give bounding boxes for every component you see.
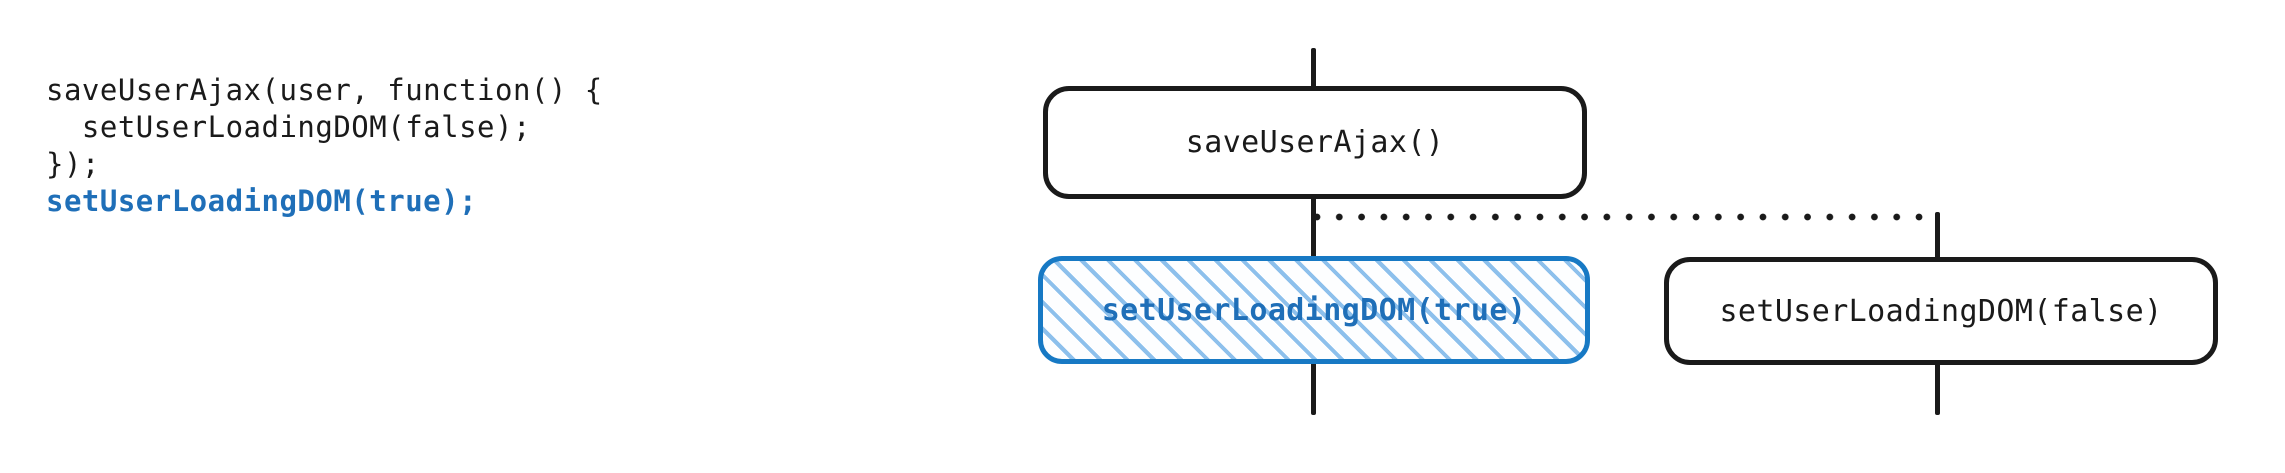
code-line-2: setUserLoadingDOM(false); (46, 110, 531, 144)
code-line-4-highlighted: setUserLoadingDOM(true); (46, 184, 478, 218)
lifeline-right-segment-bottom (1935, 357, 1940, 415)
node-set-user-loading-dom-true[interactable]: setUserLoadingDOM(true) (1038, 256, 1590, 364)
node-set-user-loading-dom-true-label: setUserLoadingDOM(true) (1101, 292, 1527, 328)
lifeline-right-segment-top (1935, 212, 1940, 264)
node-set-user-loading-dom-false-label: setUserLoadingDOM(false) (1719, 293, 2163, 329)
node-set-user-loading-dom-false[interactable]: setUserLoadingDOM(false) (1664, 257, 2218, 365)
code-line-1: saveUserAjax(user, function() { (46, 73, 603, 107)
node-save-user-ajax[interactable]: saveUserAjax() (1043, 86, 1587, 199)
lifeline-left-segment-bottom (1311, 357, 1316, 415)
javascript-snippet: saveUserAjax(user, function() { setUserL… (46, 72, 666, 220)
code-line-3: }); (46, 147, 100, 181)
lifeline-left-segment-middle (1311, 192, 1316, 264)
lifeline-left-segment-top (1311, 48, 1316, 94)
dotted-callback-connector (1313, 213, 1937, 221)
node-save-user-ajax-label: saveUserAjax() (1185, 125, 1445, 160)
